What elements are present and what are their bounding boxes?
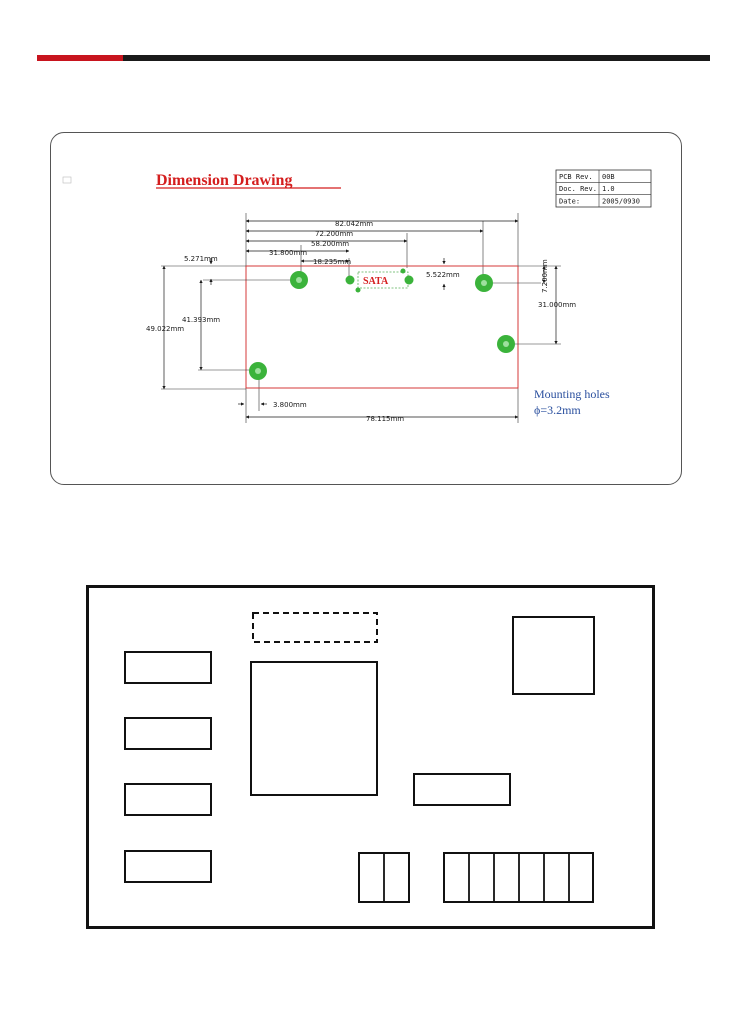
left-block-3 <box>125 784 211 815</box>
rev-label-pcb: PCB Rev. <box>559 173 593 181</box>
dim-78-115: 78.115mm <box>366 415 404 423</box>
board-layout-panel <box>86 585 655 929</box>
board-layout-diagram <box>89 588 652 926</box>
corner-mark <box>63 177 71 183</box>
dim-31-000: 31.000mm <box>538 301 576 309</box>
dimension-drawing: Dimension Drawing PCB Rev. 00B Doc. Rev.… <box>51 133 681 484</box>
dim-31-800: 31.800mm <box>269 249 307 257</box>
header-accent-bar <box>37 55 123 61</box>
dim-41-393: 41.393mm <box>182 316 220 324</box>
rev-value-pcb: 00B <box>602 173 615 181</box>
sata-label: SATA <box>363 276 389 287</box>
rev-label-date: Date: <box>559 198 580 206</box>
dim-18-235: 18.235mm <box>313 258 351 266</box>
dim-82-042: 82.042mm <box>335 220 373 228</box>
drawing-title: Dimension Drawing <box>156 172 292 189</box>
dimension-drawing-panel: Dimension Drawing PCB Rev. 00B Doc. Rev.… <box>50 132 682 485</box>
top-right-block <box>513 617 594 694</box>
rev-label-doc: Doc. Rev. <box>559 185 597 193</box>
dim-5-271: 5.271mm <box>184 255 218 263</box>
dim-3-800: 3.800mm <box>273 401 307 409</box>
dim-5-522: 5.522mm <box>426 271 460 279</box>
dim-58-200: 58.200mm <box>311 240 349 248</box>
rev-value-doc: 1.0 <box>602 185 615 193</box>
mid-right-block <box>414 774 510 805</box>
header-rule <box>123 55 710 61</box>
center-block <box>251 662 377 795</box>
hole-diameter-note: ϕ=3.2mm <box>534 403 581 417</box>
mounting-holes-note: Mounting holes <box>534 387 610 401</box>
dashed-block <box>253 613 377 642</box>
rev-value-date: 2005/0930 <box>602 198 640 206</box>
dim-7-200: 7.200mm <box>541 259 549 293</box>
revision-table: PCB Rev. 00B Doc. Rev. 1.0 Date: 2005/09… <box>556 170 651 207</box>
left-block-1 <box>125 652 211 683</box>
dim-49-022: 49.022mm <box>146 325 184 333</box>
left-block-2 <box>125 718 211 749</box>
dim-72-200: 72.200mm <box>315 230 353 238</box>
left-block-4 <box>125 851 211 882</box>
